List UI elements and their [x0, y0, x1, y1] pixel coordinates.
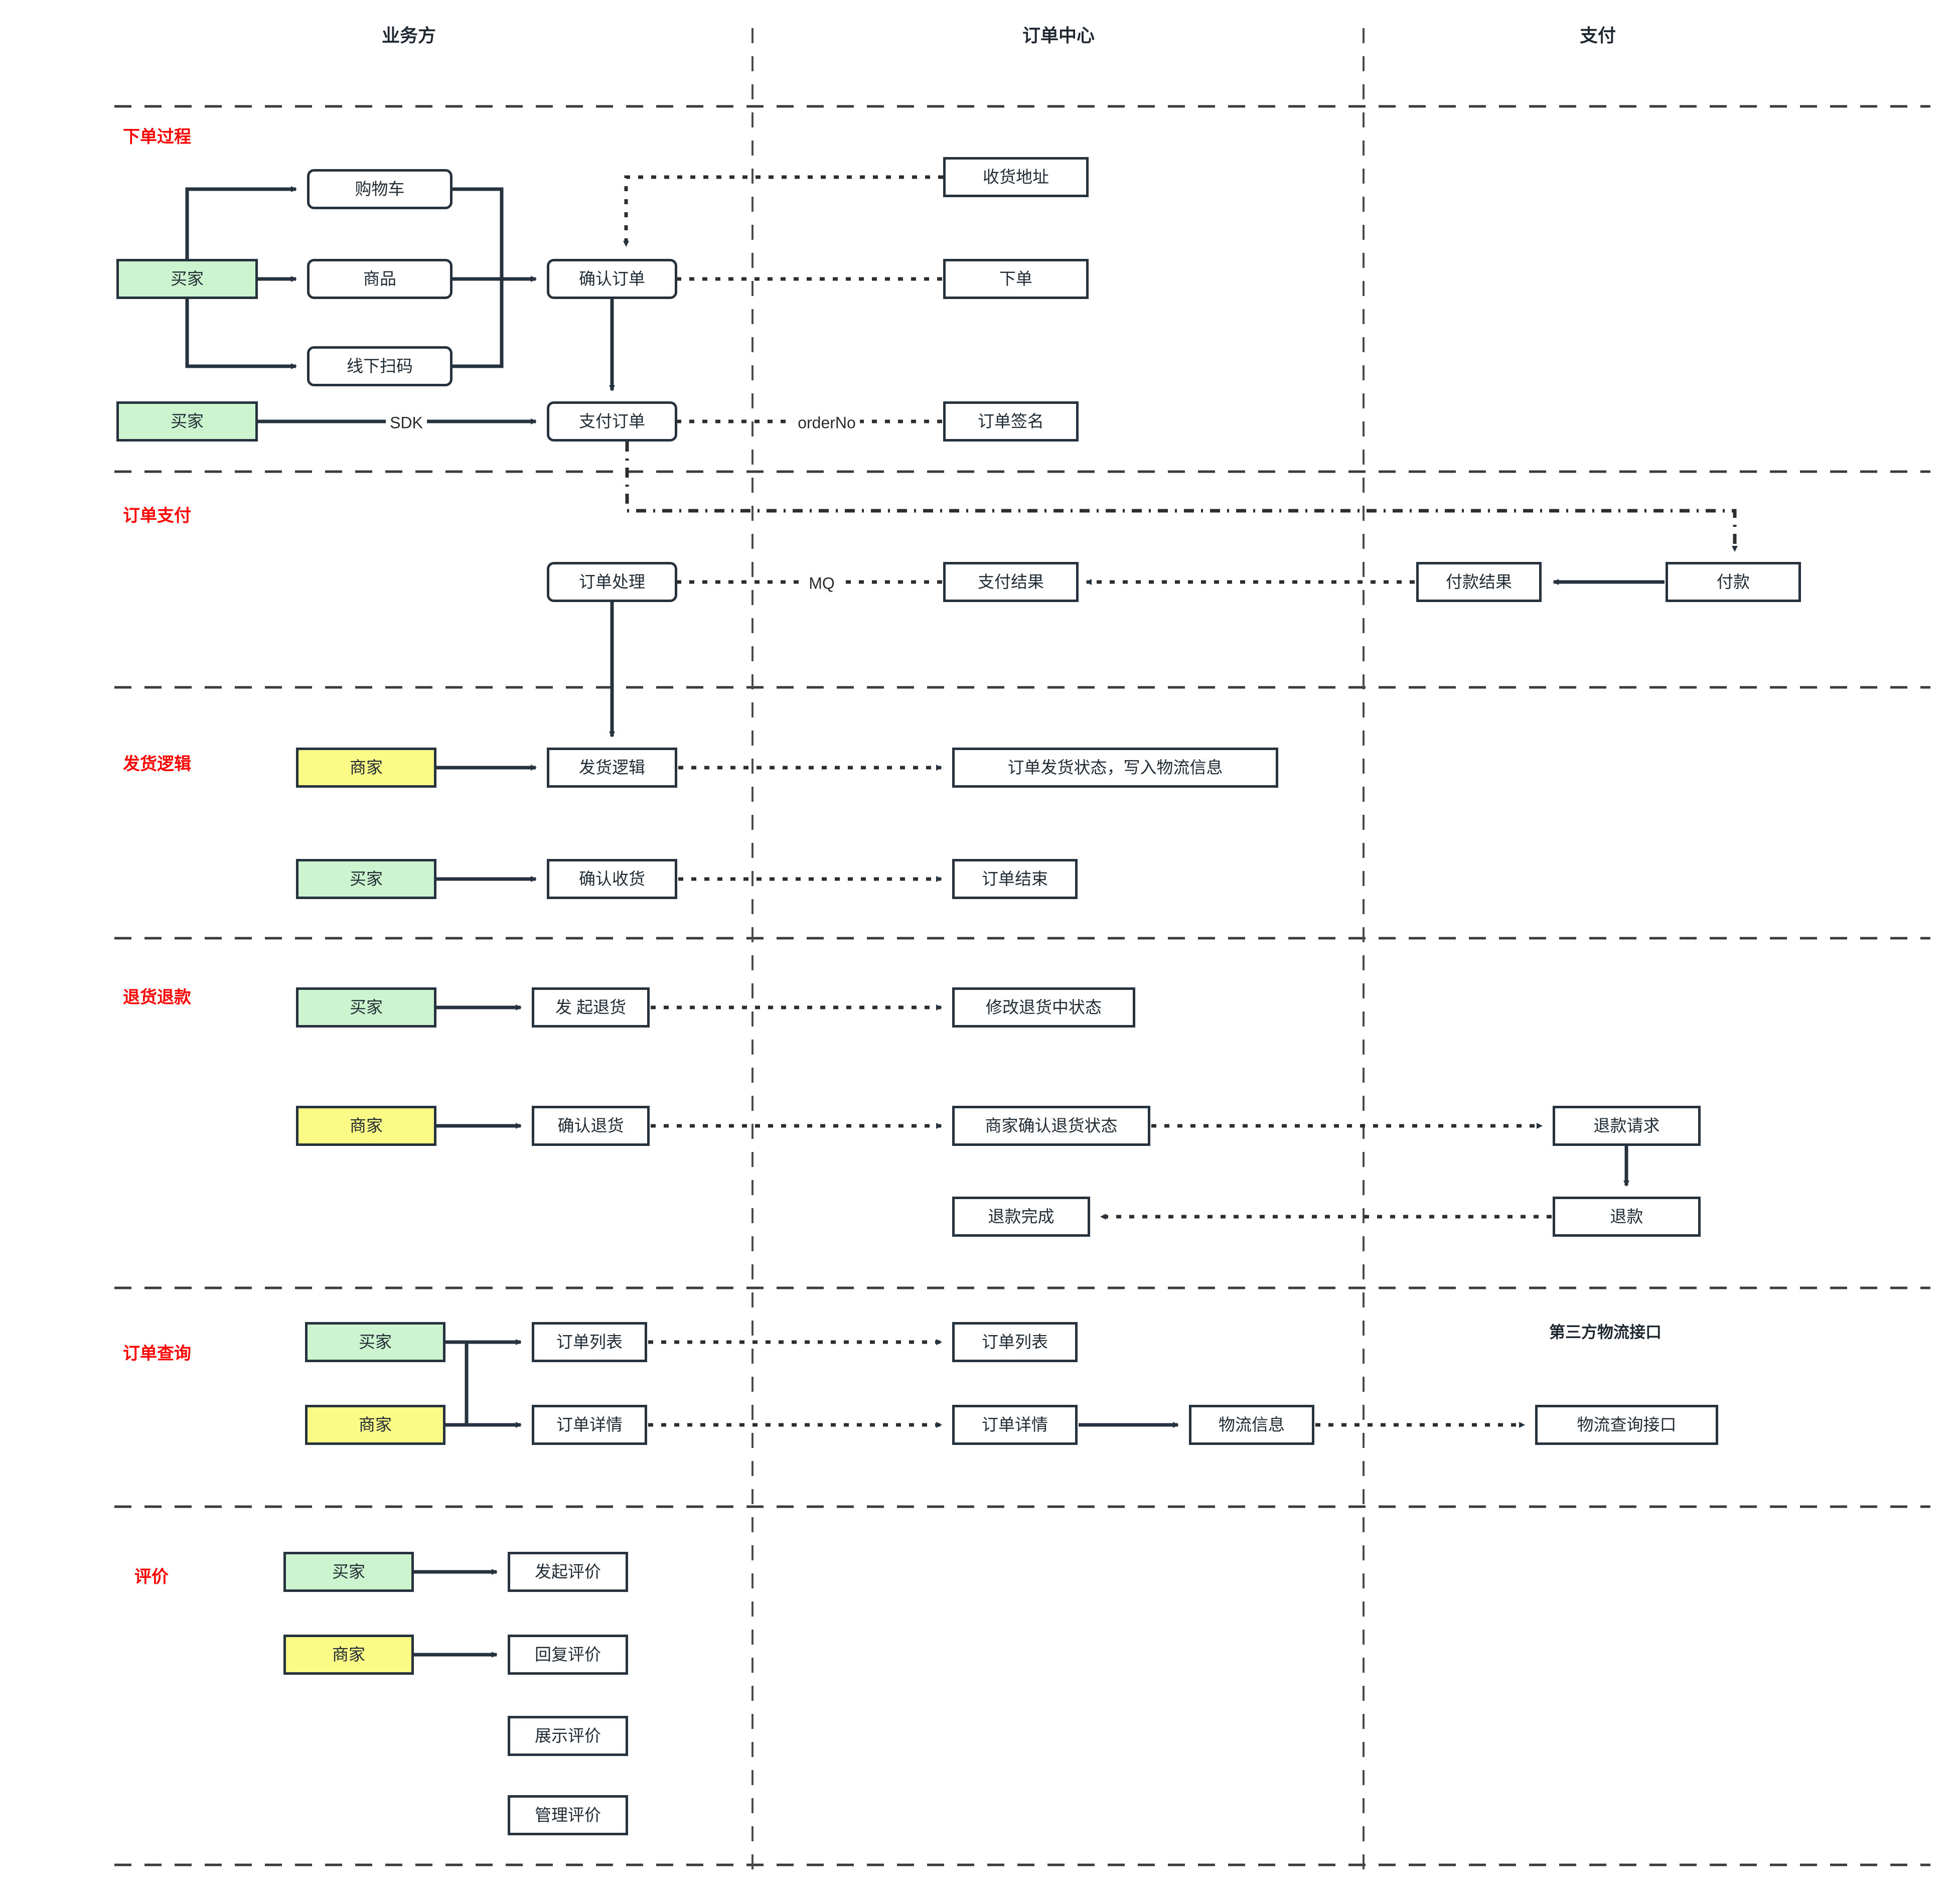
flow-node-goods: 商品 — [307, 259, 453, 299]
flow-node-payment: 付款 — [1666, 562, 1801, 602]
flow-node-logistics-api: 物流查询接口 — [1535, 1405, 1718, 1445]
flow-node-refund: 退款 — [1553, 1197, 1701, 1237]
flow-node-buyer4: 买家 — [296, 987, 436, 1028]
flow-node-order-detail-center: 订单详情 — [952, 1405, 1078, 1445]
lane-divider — [751, 28, 1365, 1880]
dotted-connector — [623, 175, 1415, 585]
solid-connector — [414, 1569, 498, 1658]
solid-connector — [436, 765, 537, 882]
lane-title-order-center: 订单中心 — [1022, 25, 1095, 46]
dotted-connector — [648, 1339, 1525, 1428]
flow-node-pay-order: 支付订单 — [547, 401, 677, 442]
flow-node-ship-address: 收货地址 — [943, 157, 1089, 197]
flow-node-order-process: 订单处理 — [547, 562, 677, 602]
flow-node-show-review: 展示评价 — [508, 1716, 628, 1756]
solid-connector — [436, 1004, 1629, 1187]
flow-node-buyer6: 买家 — [283, 1552, 414, 1592]
flow-node-start-return: 发 起退货 — [532, 987, 650, 1028]
flow-node-order-detail-biz: 订单详情 — [532, 1405, 647, 1445]
flow-node-order-list-center: 订单列表 — [952, 1322, 1078, 1362]
lane-title-business: 业务方 — [381, 25, 436, 46]
flow-node-merchant1: 商家 — [296, 748, 436, 788]
dotted-connector — [651, 1004, 1552, 1220]
flow-node-place-order: 下单 — [943, 259, 1089, 299]
section-separator — [114, 105, 1930, 1866]
note-third-party-logistics-api: 第三方物流接口 — [1549, 1323, 1662, 1341]
flow-node-offline-scan: 线下扫码 — [307, 346, 453, 386]
flow-node-modify-return: 修改退货中状态 — [952, 987, 1135, 1028]
flow-node-buyer1: 买家 — [116, 259, 258, 299]
flow-node-buyer2: 买家 — [116, 401, 258, 442]
flow-node-confirm-order: 确认订单 — [547, 259, 677, 299]
flow-node-order-list-biz: 订单列表 — [532, 1322, 647, 1362]
edge-label-orderno: orderNo — [794, 413, 860, 432]
flow-node-confirm-recv: 确认收货 — [547, 859, 677, 899]
flow-node-start-review: 发起评价 — [508, 1552, 628, 1592]
flow-node-merchant3: 商家 — [305, 1405, 445, 1445]
flow-node-pay-result: 支付结果 — [943, 562, 1079, 602]
flow-node-buyer3: 买家 — [296, 859, 436, 899]
flow-node-order-end: 订单结束 — [952, 859, 1078, 899]
edge-label-sdk: SDK — [386, 413, 427, 432]
dotted-connector — [678, 765, 942, 882]
flow-node-merchant2: 商家 — [296, 1106, 436, 1146]
flow-node-merchant4: 商家 — [283, 1635, 414, 1675]
flow-node-refund-done: 退款完成 — [952, 1197, 1090, 1237]
flow-node-cart: 购物车 — [307, 169, 453, 209]
edge-label-mq: MQ — [805, 574, 839, 593]
flow-node-ship-status: 订单发货状态，写入物流信息 — [952, 748, 1278, 788]
flow-node-payment-result: 付款结果 — [1416, 562, 1542, 602]
flow-node-logistics-info: 物流信息 — [1189, 1405, 1314, 1445]
section-label-review: 评价 — [134, 1567, 169, 1586]
section-label-order-payment: 订单支付 — [123, 506, 191, 525]
flow-node-refund-request: 退款请求 — [1553, 1106, 1701, 1146]
lane-title-payment: 支付 — [1579, 25, 1616, 46]
section-label-order-placement: 下单过程 — [123, 127, 191, 147]
flow-node-buyer5: 买家 — [305, 1322, 445, 1362]
section-label-return-refund: 退货退款 — [123, 988, 191, 1007]
solid-connector — [445, 1339, 1179, 1428]
section-label-shipping-logic: 发货逻辑 — [123, 755, 191, 774]
flow-node-merchant-confirm-status: 商家确认退货状态 — [952, 1106, 1150, 1146]
section-label-order-query: 订单查询 — [123, 1344, 191, 1363]
flow-node-confirm-return: 确认退货 — [532, 1106, 650, 1146]
flow-node-reply-review: 回复评价 — [508, 1635, 628, 1675]
payment-route-connector — [625, 442, 1738, 552]
flow-node-order-sign: 订单签名 — [943, 401, 1079, 442]
flow-node-manage-review: 管理评价 — [508, 1795, 628, 1835]
flow-node-ship-logic: 发货逻辑 — [547, 748, 677, 788]
